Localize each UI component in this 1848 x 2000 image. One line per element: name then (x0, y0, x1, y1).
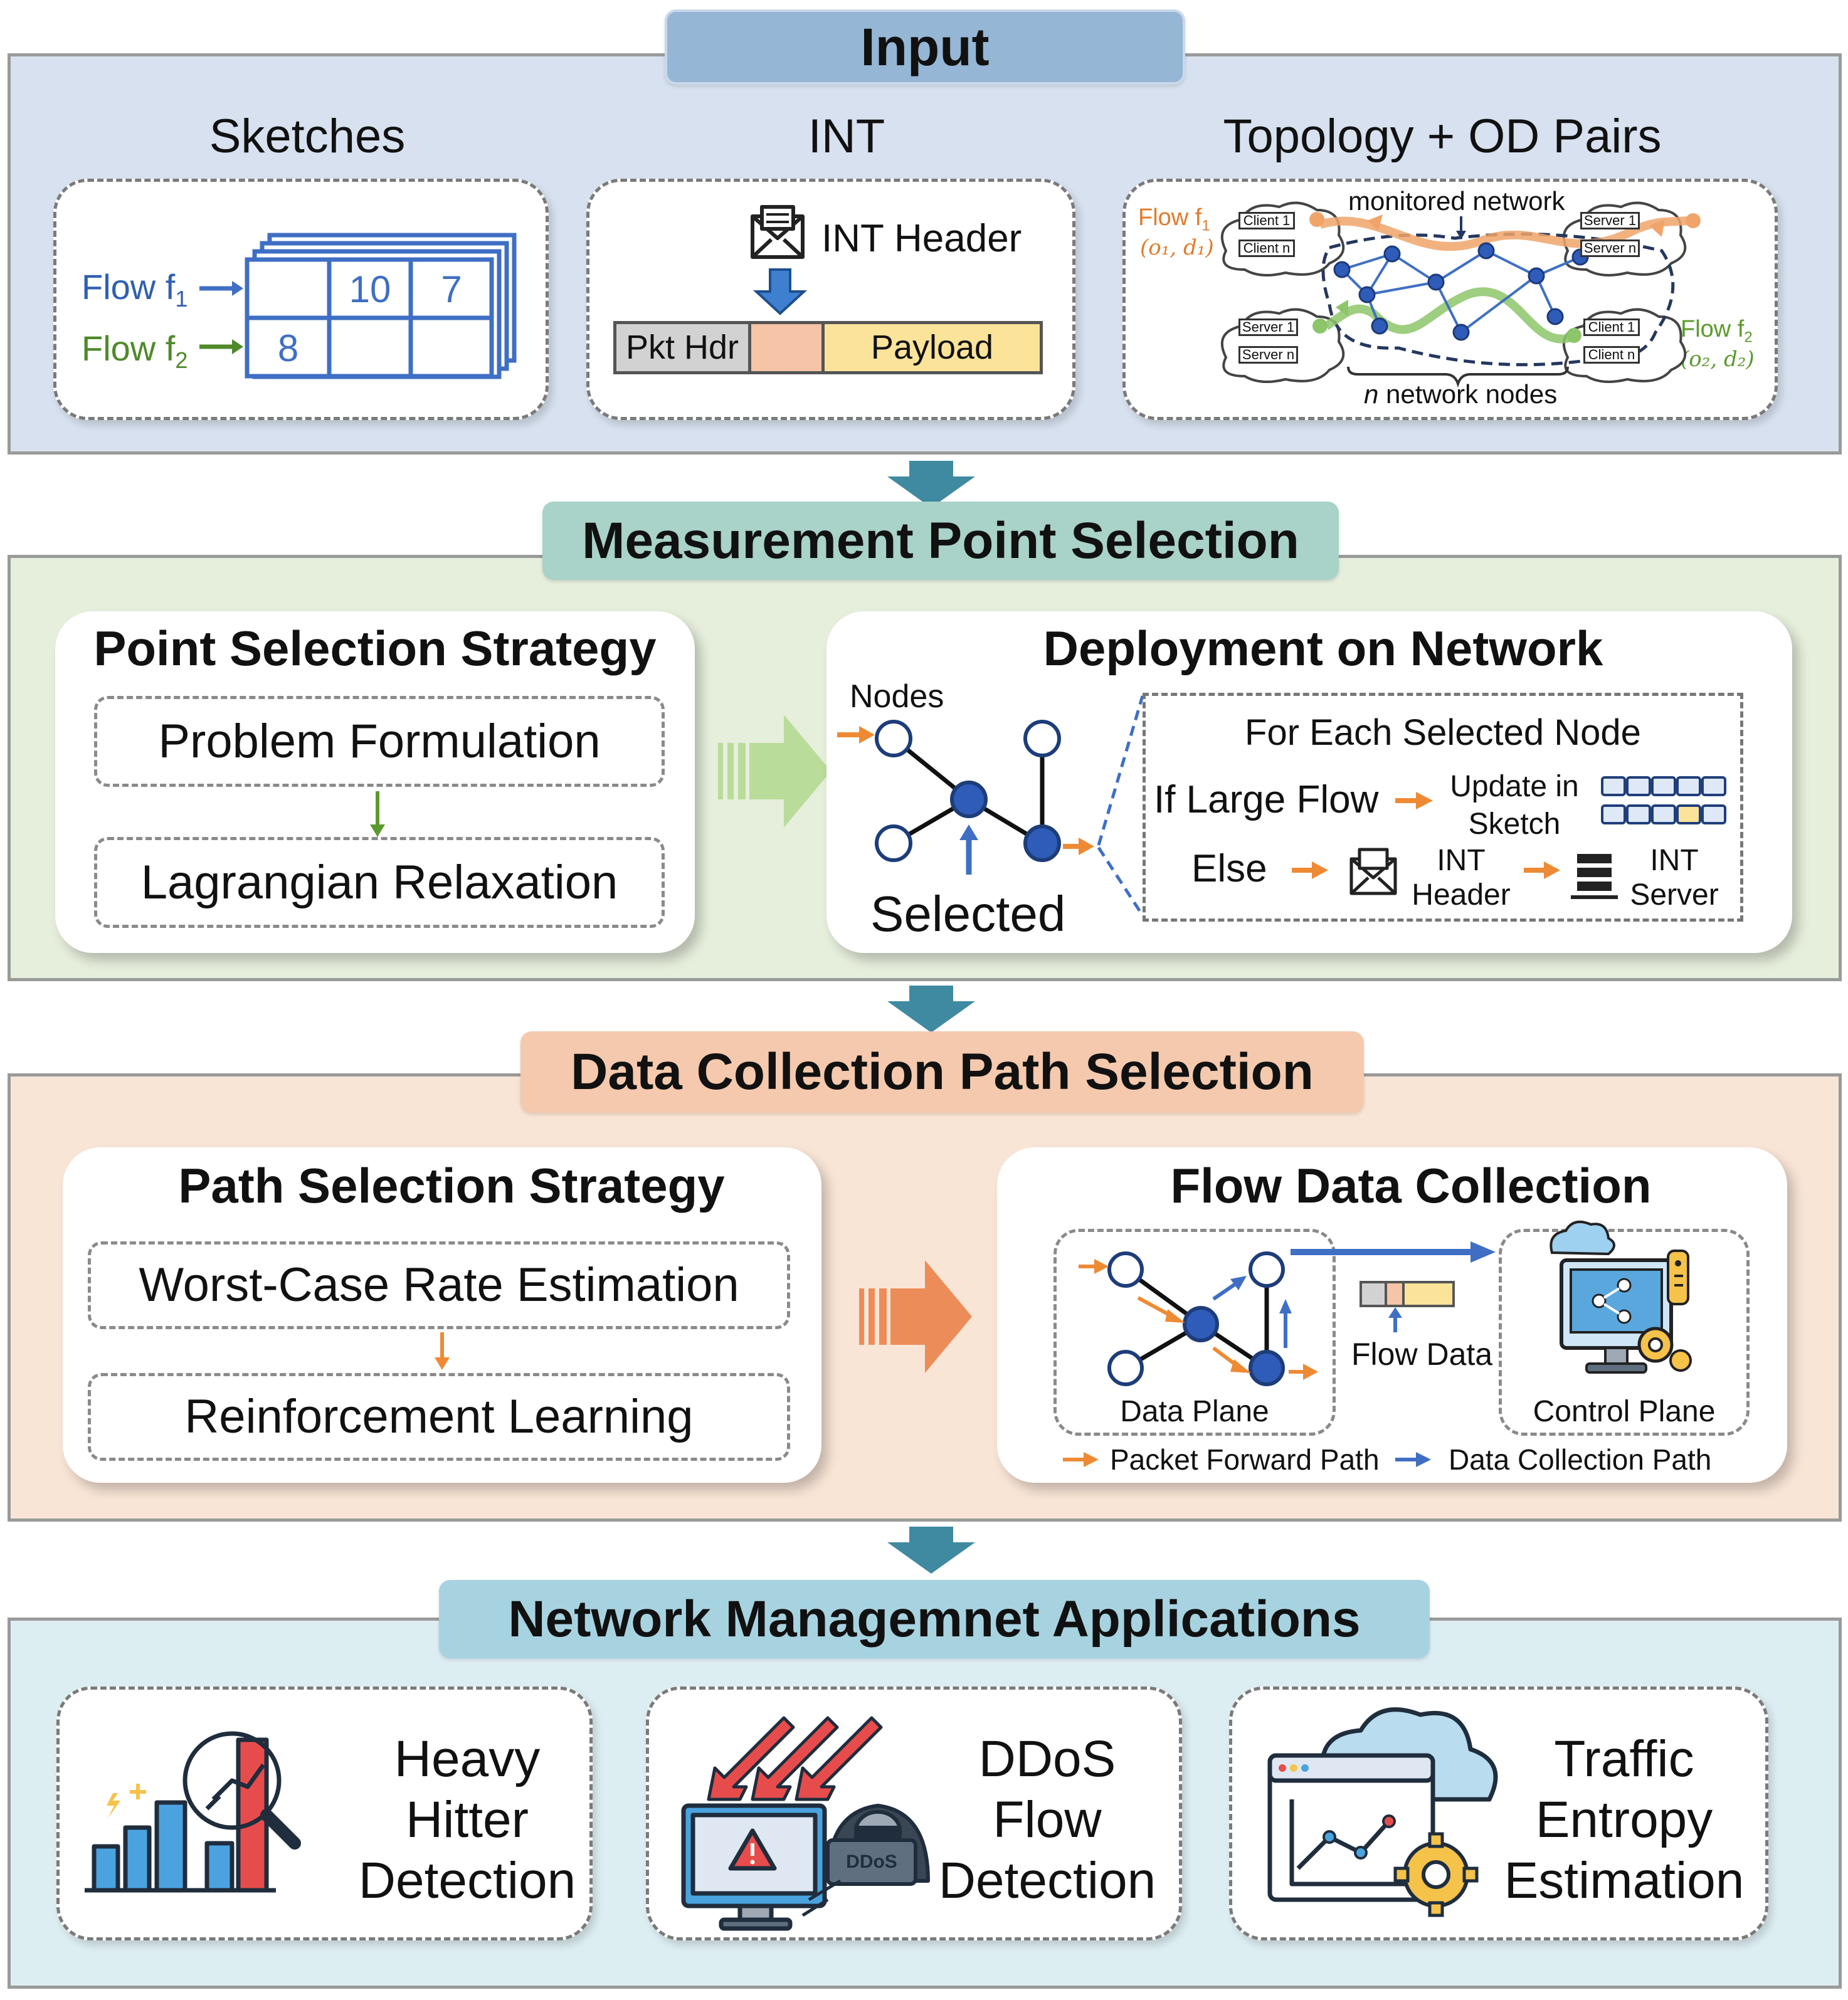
worst-case-box: Worst-Case Rate Estimation (88, 1241, 790, 1329)
deployment-title: Deployment on Network (1043, 621, 1603, 676)
topo-monitored-label: monitored network (1348, 186, 1565, 216)
else-label: Else (1191, 847, 1267, 890)
collection-banner: Data Collection Path Selection (520, 1031, 1364, 1113)
cloud-client1-top: Client 1 (1238, 212, 1295, 229)
topo-flow1-od: (o₁, d₁) (1140, 235, 1214, 260)
deployment-selected-label: Selected (870, 886, 1066, 942)
packet-bar: Pkt Hdr Payload (613, 321, 1043, 374)
sketches-title: Sketches (209, 110, 406, 163)
int-title: INT (808, 110, 885, 163)
update-in-sketch-label: Update in Sketch (1450, 770, 1579, 841)
deployment-graph (837, 695, 1144, 917)
heavy-hitter-card (56, 1687, 593, 1940)
problem-formulation-box: Problem Formulation (94, 696, 665, 787)
entropy-label: Traffic Entropy Estimation (1504, 1730, 1745, 1909)
for-each-selected-node: For Each Selected Node (1245, 712, 1641, 753)
collection-banner-text: Data Collection Path Selection (571, 1043, 1314, 1100)
envelope-icon (751, 205, 805, 259)
if-large-flow-label: If Large Flow (1154, 778, 1379, 821)
deployment-detail-icons (1292, 776, 1726, 899)
flow-collection-title: Flow Data Collection (1170, 1158, 1652, 1213)
problem-formulation-text: Problem Formulation (158, 715, 601, 768)
applications-banner-text: Network Managemnet Applications (508, 1591, 1361, 1648)
ddos-badge: DDoS (846, 1851, 897, 1872)
sketch-cell-7: 7 (441, 268, 462, 310)
path-strategy-title: Path Selection Strategy (178, 1158, 725, 1213)
green-flow-arrow-icon (718, 715, 831, 828)
selected-node-detail-box (1143, 693, 1743, 922)
deployment-nodes-label: Nodes (850, 678, 944, 715)
orange-flow-arrow-icon (859, 1260, 972, 1373)
sketch-matrix (199, 233, 517, 379)
lagrangian-relaxation-box: Lagrangian Relaxation (94, 837, 665, 928)
sketch-flow1-label: Flow f1 (82, 267, 188, 312)
cloud-clientn-top: Client n (1238, 239, 1295, 257)
down-arrow-icon (887, 986, 975, 1033)
flow-data-label: Flow Data (1351, 1337, 1493, 1372)
measurement-banner-text: Measurement Point Selection (582, 512, 1299, 569)
applications-banner: Network Managemnet Applications (439, 1580, 1430, 1658)
point-strategy-title: Point Selection Strategy (93, 621, 657, 676)
packet-header: Pkt Hdr (616, 324, 751, 371)
int-server-icon (1571, 854, 1618, 899)
cloud-servern-bottom: Server n (1238, 346, 1298, 364)
down-arrow-icon (887, 461, 975, 508)
cloud-server1-bottom: Server 1 (1238, 318, 1298, 336)
sketch-grid-icon (1601, 776, 1726, 824)
ddos-label: DDoS Flow Detection (938, 1730, 1156, 1909)
heavy-hitter-label: Heavy Hitter Detection (358, 1730, 576, 1909)
topology-title: Topology + OD Pairs (1223, 110, 1662, 163)
ddos-icon (681, 1716, 930, 1931)
packet-payload: Payload (825, 324, 1040, 371)
path-strategy-down-arrow-icon (435, 1332, 450, 1370)
measurement-banner: Measurement Point Selection (542, 502, 1339, 580)
reinforcement-learning-box: Reinforcement Learning (88, 1373, 790, 1461)
cloud-servern-top: Server n (1580, 239, 1640, 257)
cloud-client1-bottom: Client 1 (1583, 318, 1640, 336)
worst-case-text: Worst-Case Rate Estimation (139, 1258, 739, 1312)
sketch-flow2-label: Flow f2 (82, 329, 188, 374)
control-plane-label: Control Plane (1533, 1395, 1716, 1428)
legend-data-collection: Data Collection Path (1449, 1443, 1712, 1476)
input-banner-text: Input (860, 18, 990, 76)
int-down-arrow-icon (752, 268, 808, 315)
cloud-server1-top: Server 1 (1580, 212, 1640, 229)
int-card (586, 179, 1075, 420)
lagrangian-relaxation-text: Lagrangian Relaxation (140, 856, 618, 909)
topo-nodes-label: n network nodes (1364, 379, 1558, 409)
flow-collection-graph (1063, 1220, 1692, 1467)
legend-packet-forward: Packet Forward Path (1110, 1443, 1380, 1476)
data-plane-label: Data Plane (1120, 1395, 1269, 1428)
cloud-clientn-bottom: Client n (1583, 346, 1640, 364)
input-banner: Input (665, 9, 1185, 85)
reinforcement-learning-text: Reinforcement Learning (184, 1390, 694, 1443)
topo-flow2-label: Flow f2 (1681, 316, 1753, 346)
down-arrow-icon (887, 1527, 975, 1574)
entropy-icon (1267, 1707, 1498, 1917)
sketch-cell-8: 8 (277, 327, 299, 369)
int-envelope-icon (1349, 848, 1397, 895)
topo-flow1-label: Flow f1 (1138, 204, 1210, 234)
strategy-down-arrow-icon (370, 791, 385, 837)
int-header-label: INT Header (821, 217, 1022, 260)
entropy-card (1229, 1687, 1768, 1940)
control-plane-monitor-icon (1550, 1220, 1692, 1374)
topo-flow2-od: (o₂, d₂) (1681, 347, 1755, 372)
heavy-hitter-icon (85, 1731, 301, 1893)
packet-int-field (751, 324, 825, 371)
sketch-cell-10: 10 (349, 268, 391, 310)
int-server-label: INT Server (1630, 844, 1719, 912)
int-header-step-label: INT Header (1412, 844, 1511, 912)
